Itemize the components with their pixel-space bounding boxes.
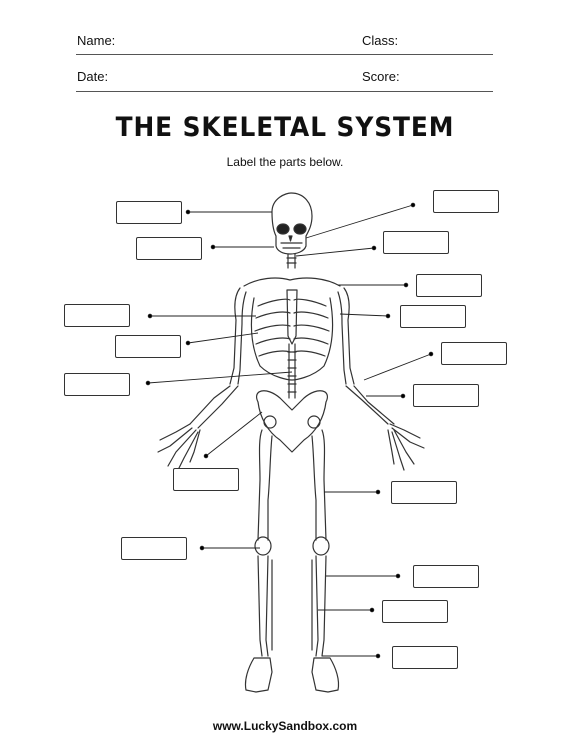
name-label: Name: [77, 33, 116, 48]
label-box-femur[interactable] [391, 481, 457, 504]
label-box-radius[interactable] [441, 342, 507, 365]
label-box-cervical[interactable] [383, 231, 449, 254]
label-box-pelvis[interactable] [173, 468, 239, 491]
label-box-patella[interactable] [121, 537, 187, 560]
label-box-clavicle[interactable] [416, 274, 482, 297]
name-class-line[interactable] [76, 54, 493, 55]
page-title: THE SKELETAL SYSTEM [115, 112, 455, 143]
footer-url: www.LuckySandbox.com [212, 719, 358, 733]
label-box-scapula[interactable] [64, 304, 130, 327]
score-label: Score: [362, 69, 400, 84]
date-score-line[interactable] [76, 91, 493, 92]
label-box-mandible[interactable] [136, 237, 202, 260]
class-label: Class: [362, 33, 399, 48]
date-label: Date: [77, 69, 109, 84]
label-box-ribs[interactable] [115, 335, 181, 358]
label-box-spine[interactable] [64, 373, 130, 396]
label-box-tibia[interactable] [413, 565, 479, 588]
label-box-humerus[interactable] [400, 305, 466, 328]
label-box-ulna[interactable] [413, 384, 479, 407]
label-box-skull[interactable] [116, 201, 182, 224]
label-box-foot[interactable] [392, 646, 458, 669]
instructions: Label the parts below. [226, 155, 344, 169]
label-box-fibula[interactable] [382, 600, 448, 623]
label-box-cranium[interactable] [433, 190, 499, 213]
